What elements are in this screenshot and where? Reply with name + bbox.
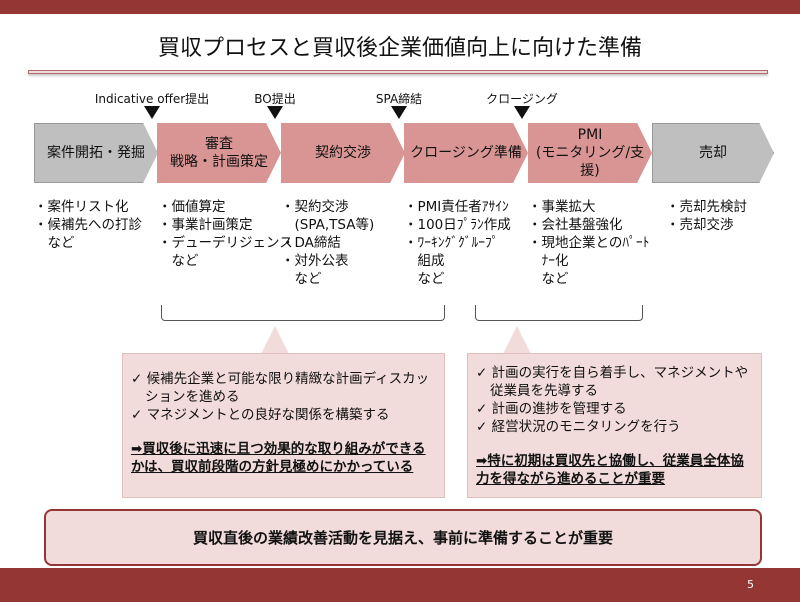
page-title: 買収プロセスと買収後企業価値向上に向けた準備 bbox=[157, 36, 642, 61]
stage-pmi: PMI(モニタリング/支援) bbox=[528, 123, 652, 183]
milestone-marker-icon bbox=[514, 106, 530, 119]
milestone-marker-icon bbox=[391, 106, 407, 119]
callout-post-acquisition: ✓ 計画の実行を自ら着手し、マネジメントや従業員を先導する ✓ 計画の進捗を管理… bbox=[467, 353, 762, 498]
milestone-label: BO提出 bbox=[254, 92, 296, 106]
bracket-pre-acquisition bbox=[161, 305, 445, 321]
stage-bullets: ・PMI責任者ｱｻｲﾝ・100日ﾌﾟﾗﾝ作成・ﾜｰｷﾝｸﾞｸﾞﾙｰﾌﾟ 組成 な… bbox=[404, 199, 511, 287]
milestone-label: SPA締結 bbox=[375, 92, 423, 106]
milestone-marker-icon bbox=[144, 106, 160, 119]
stage-closing-prep: クロージング準備 bbox=[404, 123, 528, 183]
stage-bullets: ・事業拡大・会社基盤強化・現地企業とのﾊﾟｰﾄ ﾅｰ化 など bbox=[528, 199, 650, 287]
callout-pre-acquisition: ✓ 候補先企業と可能な限り精緻な計画ディスカッションを進める ✓ マネジメントと… bbox=[122, 353, 445, 498]
footer-bar: 5 bbox=[0, 568, 800, 602]
title-divider bbox=[28, 70, 768, 74]
milestone-marker-icon bbox=[267, 106, 283, 119]
stage-bullets: ・売却先検討・売却交渉 bbox=[666, 199, 747, 233]
page-number: 5 bbox=[747, 578, 754, 591]
stage-exit: 売却 bbox=[652, 123, 774, 183]
stage-bullets: ・案件リスト化・候補先への打診 など bbox=[34, 199, 142, 251]
stage-review: 審査戦略・計画策定 bbox=[157, 123, 281, 183]
stage-bullets: ・契約交渉 (SPA,TSA等)・DA締結・対外公表 など bbox=[281, 199, 375, 287]
milestone-label: Indicative offer提出 bbox=[94, 92, 210, 106]
header-bar bbox=[0, 0, 800, 14]
stage-sourcing: 案件開拓・発掘 bbox=[34, 123, 158, 183]
summary-box: 買収直後の業績改善活動を見据え、事前に準備することが重要 bbox=[44, 509, 762, 566]
milestone-label: クロージング bbox=[486, 92, 558, 106]
callout-pointer bbox=[261, 326, 289, 354]
stage-negotiation: 契約交渉 bbox=[281, 123, 405, 183]
stage-bullets: ・価値算定・事業計画策定・デューデリジェンス など bbox=[158, 199, 293, 269]
summary-text: 買収直後の業績改善活動を見据え、事前に準備することが重要 bbox=[192, 529, 613, 547]
callout-pointer bbox=[503, 326, 531, 354]
bracket-post-acquisition bbox=[475, 305, 643, 321]
